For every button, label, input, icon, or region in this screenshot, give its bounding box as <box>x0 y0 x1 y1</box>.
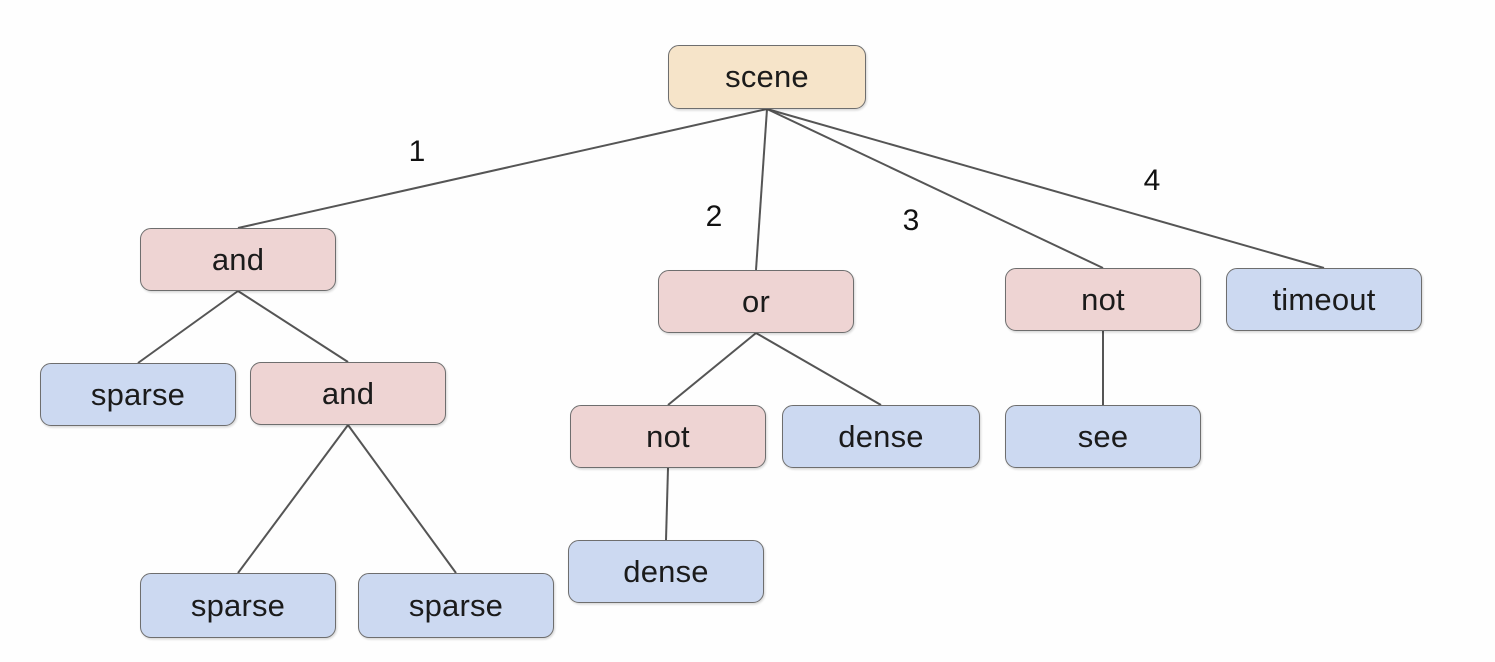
tree-node-and2[interactable]: and <box>250 362 446 425</box>
tree-node-or1[interactable]: or <box>658 270 854 333</box>
tree-edge <box>237 424 349 574</box>
edge-label-3: 3 <box>902 204 920 237</box>
tree-edge <box>766 108 1104 269</box>
tree-node-sparse1[interactable]: sparse <box>40 363 236 426</box>
tree-node-sparse2[interactable]: sparse <box>140 573 336 638</box>
tree-node-not1[interactable]: not <box>1005 268 1201 331</box>
tree-node-dense1[interactable]: dense <box>782 405 980 468</box>
tree-edge <box>665 467 669 541</box>
tree-node-and1[interactable]: and <box>140 228 336 291</box>
tree-node-scene[interactable]: scene <box>668 45 866 109</box>
tree-node-sparse3[interactable]: sparse <box>358 573 554 638</box>
tree-edge <box>766 108 1325 269</box>
tree-edge <box>755 108 768 271</box>
tree-node-dense2[interactable]: dense <box>568 540 764 603</box>
edge-label-4: 4 <box>1143 164 1161 197</box>
tree-node-see1[interactable]: see <box>1005 405 1201 468</box>
tree-edge <box>347 424 457 574</box>
edge-label-1: 1 <box>408 135 426 168</box>
tree-edge <box>137 290 239 364</box>
tree-node-timeout1[interactable]: timeout <box>1226 268 1422 331</box>
tree-edge <box>755 332 882 406</box>
tree-node-not2[interactable]: not <box>570 405 766 468</box>
tree-edge <box>237 108 768 229</box>
tree-edge <box>667 332 757 406</box>
edge-label-2: 2 <box>705 200 723 233</box>
tree-edge <box>237 290 349 363</box>
